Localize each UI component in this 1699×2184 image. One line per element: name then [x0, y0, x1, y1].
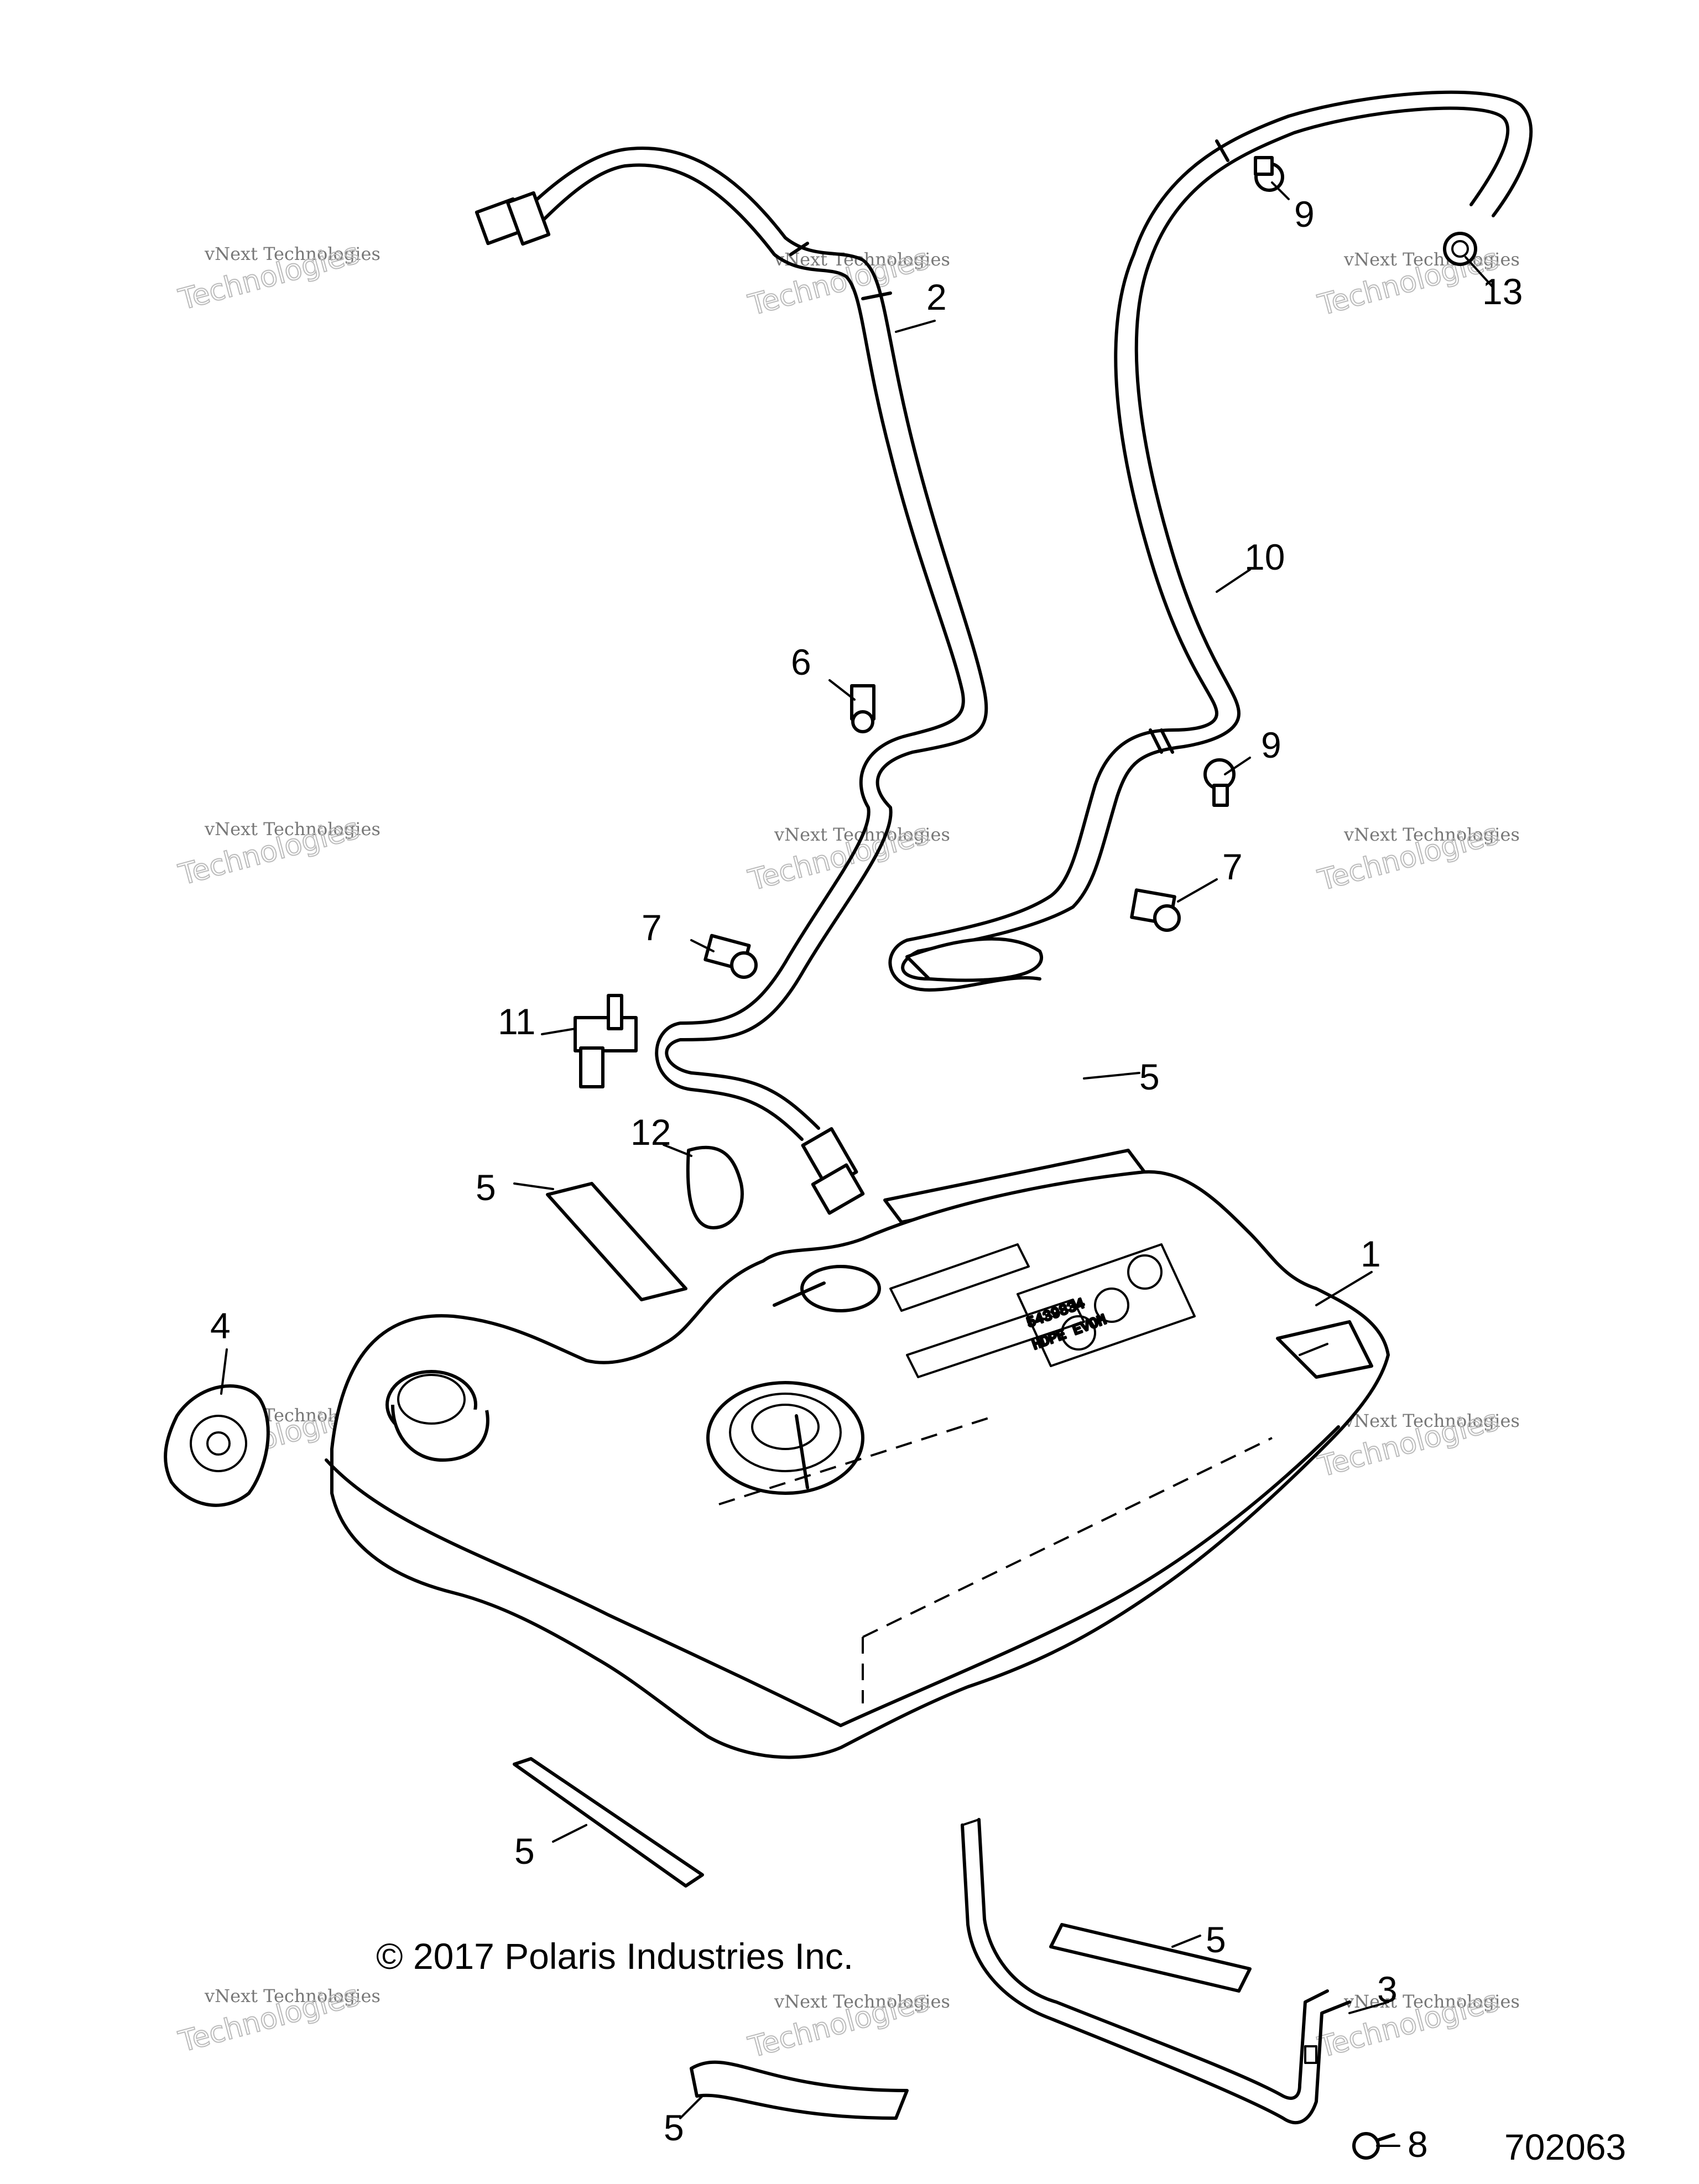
svg-text:vNext Technologies: vNext Technologies — [774, 1991, 950, 2012]
bracket-part-11 — [574, 994, 638, 1088]
callout-9b: 9 — [1261, 724, 1281, 765]
clamp-part-9-top — [1254, 156, 1284, 192]
grommet-part-12 — [686, 1145, 744, 1229]
pad-part-5-curved — [690, 2060, 909, 2120]
drawing-number: 702063 — [1504, 2126, 1626, 2167]
leader-lines — [220, 181, 1494, 2147]
callout-11: 11 — [498, 1001, 536, 1042]
pad-part-5-strap — [1049, 1923, 1252, 1993]
clip-part-6 — [850, 684, 875, 733]
callout-4: 4 — [210, 1305, 231, 1346]
callout-1: 1 — [1361, 1233, 1381, 1274]
svg-text:vNext Technologies: vNext Technologies — [1343, 249, 1520, 270]
svg-text:vNext Technologies: vNext Technologies — [1343, 824, 1520, 845]
pad-part-5-left — [546, 1182, 687, 1301]
callout-13: 13 — [1482, 271, 1523, 312]
callouts: 1 2 3 4 5 5 5 5 5 6 7 7 8 9 9 10 11 12 1… — [210, 194, 1523, 2165]
callout-7b: 7 — [1222, 846, 1243, 887]
callout-5d: 5 — [1206, 1919, 1226, 1960]
callout-9a: 9 — [1294, 194, 1315, 234]
svg-text:vNext Technologies: vNext Technologies — [204, 243, 381, 264]
callout-8: 8 — [1408, 2124, 1428, 2165]
callout-12: 12 — [630, 1112, 671, 1153]
pad-part-5-bottom — [513, 1757, 704, 1888]
strap-part-3 — [961, 1818, 1351, 2125]
watermark-1: vNext Technologies Technologies — [175, 236, 381, 317]
svg-text:vNext Technologies: vNext Technologies — [1343, 1991, 1520, 2012]
watermark-12: vNext Technologies Technologies — [1314, 1984, 1520, 2065]
clamp-part-7-right — [1130, 888, 1181, 932]
clamp-part-9-mid — [1203, 758, 1236, 807]
clamp-part-7-left — [703, 934, 758, 979]
callout-6: 6 — [791, 642, 811, 682]
watermark-6: vNext Technologies Technologies — [1314, 817, 1520, 898]
svg-text:vNext Technologies: vNext Technologies — [204, 1985, 381, 2006]
fuel-hose-part-2 — [475, 147, 988, 1215]
svg-text:vNext Technologies: vNext Technologies — [1343, 1410, 1520, 1431]
copyright-notice: © 2017 Polaris Industries Inc. — [376, 1936, 853, 1977]
callout-10: 10 — [1244, 536, 1285, 577]
callout-5c: 5 — [514, 1831, 535, 1872]
callout-5e: 5 — [664, 2107, 684, 2148]
hose-shield — [905, 937, 1043, 982]
fuel-tank-part-1: 5439834 HDPE EVOH — [325, 1170, 1390, 1759]
watermark-10: vNext Technologies Technologies — [175, 1978, 381, 2060]
watermark-11: vNext Technologies Technologies — [744, 1984, 950, 2065]
callout-5b: 5 — [476, 1167, 496, 1208]
watermarks: vNext Technologies Technologies vNext Te… — [175, 236, 1520, 2065]
callout-2: 2 — [926, 277, 947, 317]
callout-5a: 5 — [1139, 1056, 1160, 1097]
svg-text:vNext Technologies: vNext Technologies — [204, 819, 381, 840]
callout-7a: 7 — [642, 907, 662, 948]
watermark-5: vNext Technologies Technologies — [744, 817, 950, 898]
watermark-4: vNext Technologies Technologies — [175, 811, 381, 893]
fuel-cap-part-4 — [164, 1384, 270, 1507]
clamp-part-13 — [1443, 232, 1477, 266]
callout-3: 3 — [1377, 1969, 1398, 2010]
